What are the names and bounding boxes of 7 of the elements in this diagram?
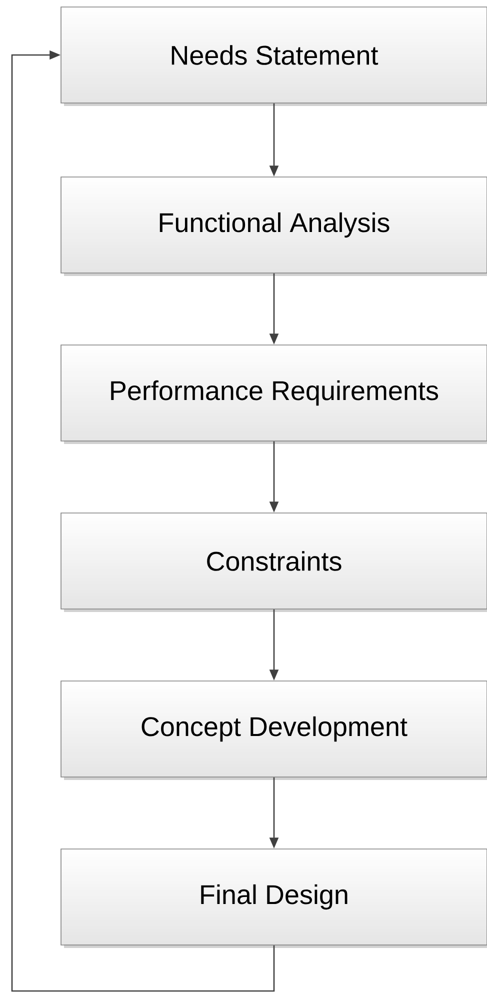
process-box: Needs Statement: [60, 6, 487, 106]
process-box: Concept Development: [60, 680, 487, 780]
process-box: Functional Analysis: [60, 176, 487, 276]
process-box: Final Design: [60, 848, 487, 948]
process-box: Constraints: [60, 512, 487, 612]
process-box: Performance Requirements: [60, 344, 487, 444]
arrow: [11, 50, 275, 992]
